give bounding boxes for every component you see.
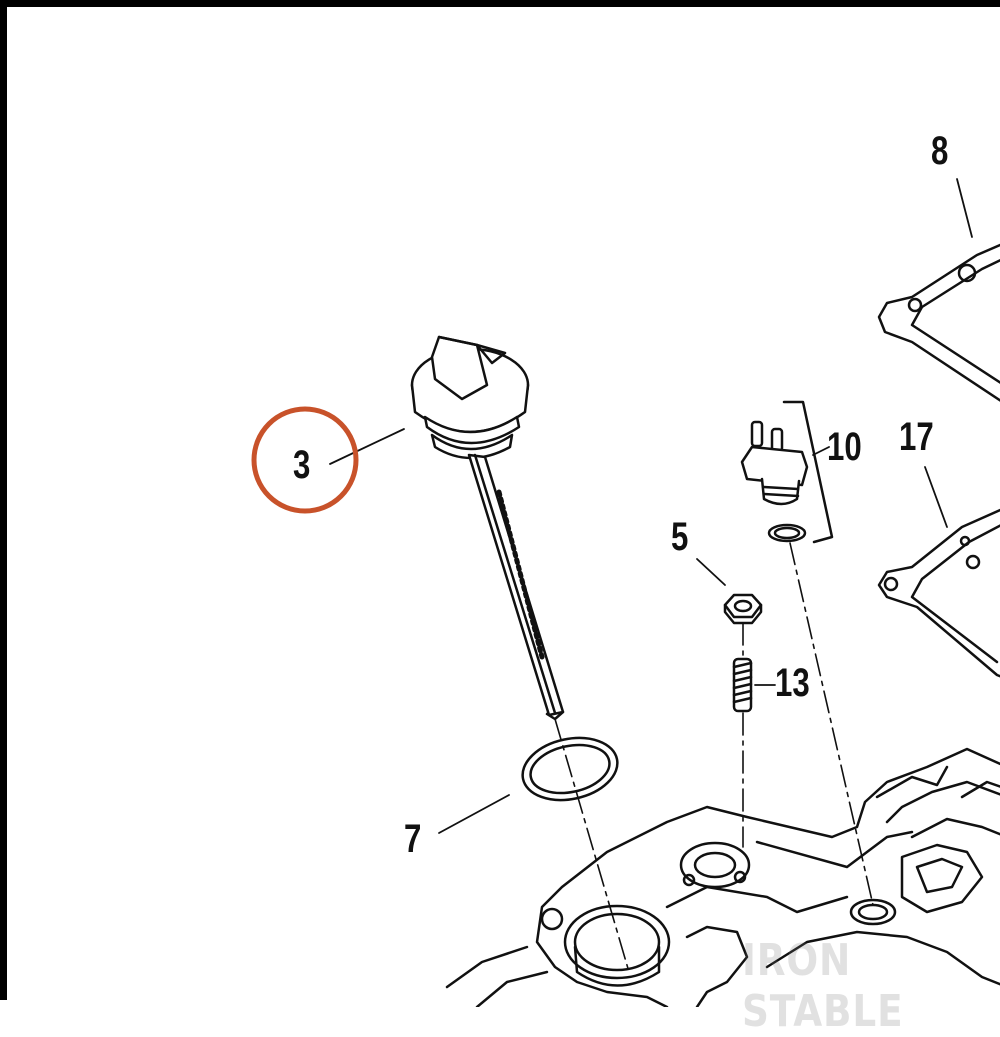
leader-lines	[329, 178, 973, 834]
housing-part	[445, 747, 1000, 1007]
watermark: IRON STABLE	[742, 935, 904, 1037]
gasket-part	[877, 243, 1000, 402]
callout-13: 13	[775, 661, 810, 705]
callout-8: 8	[931, 129, 949, 173]
callout-17: 17	[899, 415, 934, 459]
assembly-lines	[554, 542, 874, 973]
stud-part	[732, 657, 753, 713]
gasket-part-17	[877, 508, 1000, 678]
highlight-circle	[251, 406, 359, 514]
nut-part	[723, 593, 763, 625]
dipstick-part	[410, 335, 565, 721]
callout-3: 3	[293, 443, 311, 487]
sender-switch-part	[740, 400, 834, 544]
callout-5: 5	[671, 515, 689, 559]
exploded-view-drawing	[251, 178, 1000, 1007]
callout-7: 7	[404, 817, 422, 861]
callout-10: 10	[827, 425, 862, 469]
o-ring-part	[521, 736, 619, 802]
